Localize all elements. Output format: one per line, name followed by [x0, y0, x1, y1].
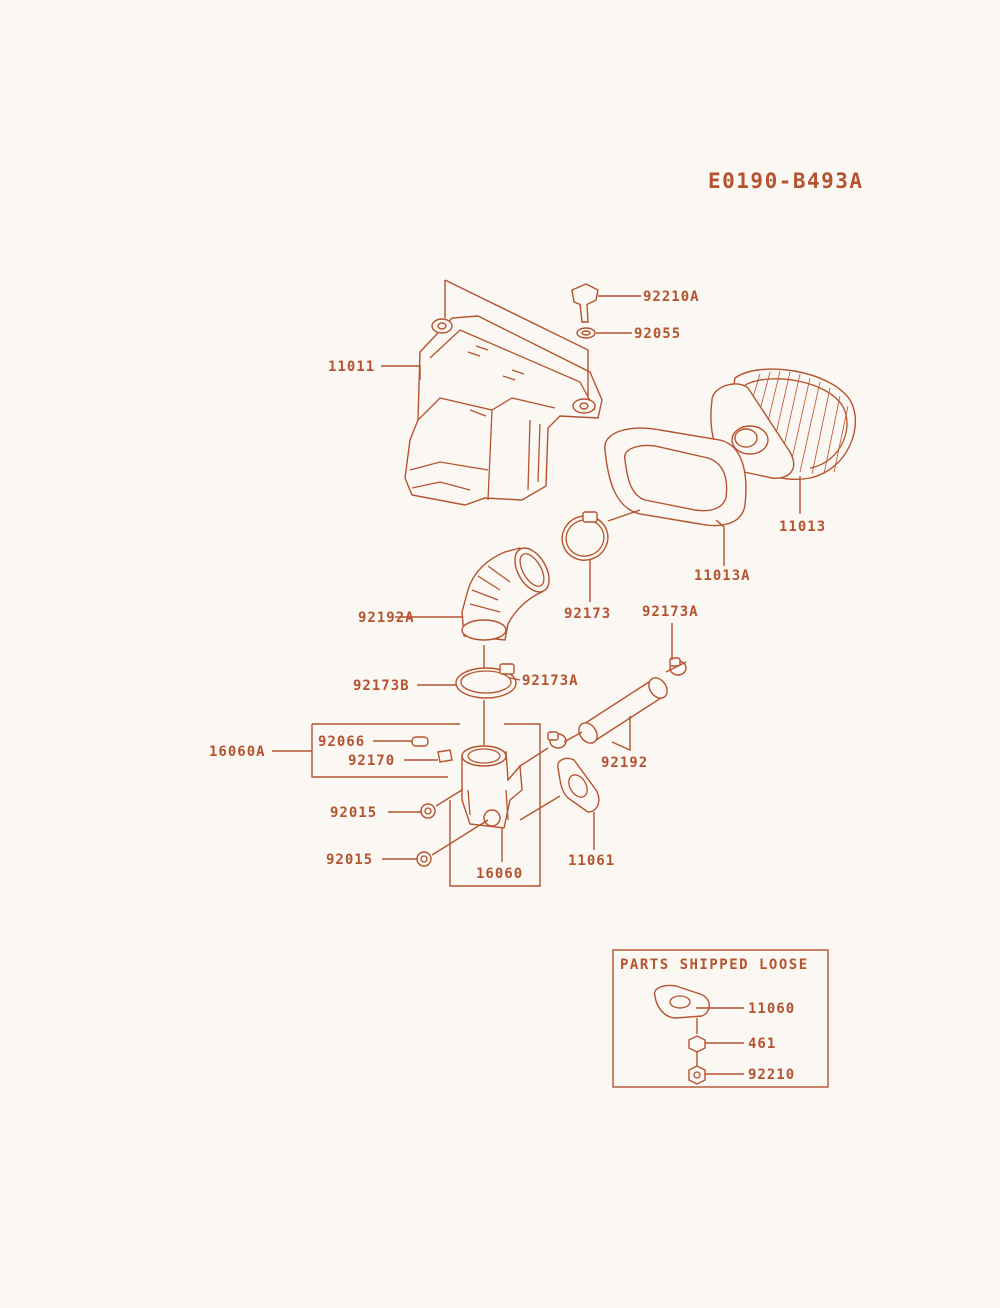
- label-16060: 16060: [476, 866, 523, 882]
- label-92173B: 92173B: [353, 678, 410, 694]
- intake-pipe-part[interactable]: [461, 745, 523, 829]
- label-92192: 92192: [601, 755, 648, 771]
- wing-bolt-part[interactable]: [571, 283, 599, 323]
- small-clamp-lower-part[interactable]: [547, 731, 567, 749]
- parts-shipped-loose-title: PARTS SHIPPED LOOSE: [620, 957, 809, 973]
- label-92192A: 92192A: [358, 610, 415, 626]
- label-11013A: 11013A: [694, 568, 751, 584]
- hose-clamp-part[interactable]: [556, 509, 614, 566]
- label-11061: 11061: [568, 853, 615, 869]
- label-92210: 92210: [748, 1067, 795, 1083]
- label-92173A-mid: 92173A: [522, 673, 579, 689]
- label-92015-upper: 92015: [330, 805, 377, 821]
- air-cleaner-cover-part[interactable]: [404, 315, 603, 506]
- label-16060A: 16060A: [209, 744, 266, 760]
- large-clamp-part[interactable]: [455, 663, 517, 699]
- label-92066: 92066: [318, 734, 365, 750]
- label-92055: 92055: [634, 326, 681, 342]
- breather-hose-part[interactable]: [575, 674, 671, 746]
- nut-lower-part[interactable]: [416, 851, 432, 867]
- label-11013: 11013: [779, 519, 826, 535]
- label-92170: 92170: [348, 753, 395, 769]
- label-11011: 11011: [328, 359, 375, 375]
- label-92173A-top: 92173A: [642, 604, 699, 620]
- diagram-code: E0190-B493A: [708, 169, 864, 193]
- label-92173: 92173: [564, 606, 611, 622]
- plug-part[interactable]: [411, 736, 429, 747]
- nut-loose-part[interactable]: [688, 1065, 706, 1085]
- parts-shipped-loose-box: PARTS SHIPPED LOOSE 11060 461 92210: [612, 949, 829, 1088]
- pre-cleaner-part[interactable]: [604, 427, 747, 527]
- washer-part[interactable]: [576, 327, 596, 339]
- elbow-hose-part[interactable]: [461, 542, 556, 641]
- label-92015-lower: 92015: [326, 852, 373, 868]
- nipple-part[interactable]: [437, 749, 453, 763]
- gasket-part[interactable]: [557, 757, 600, 813]
- label-92210A: 92210A: [643, 289, 700, 305]
- label-11060: 11060: [748, 1001, 795, 1017]
- nut-upper-part[interactable]: [420, 803, 436, 819]
- washer-loose-part[interactable]: [688, 1035, 706, 1053]
- gasket-loose-part[interactable]: [653, 984, 710, 1019]
- label-461: 461: [748, 1036, 776, 1052]
